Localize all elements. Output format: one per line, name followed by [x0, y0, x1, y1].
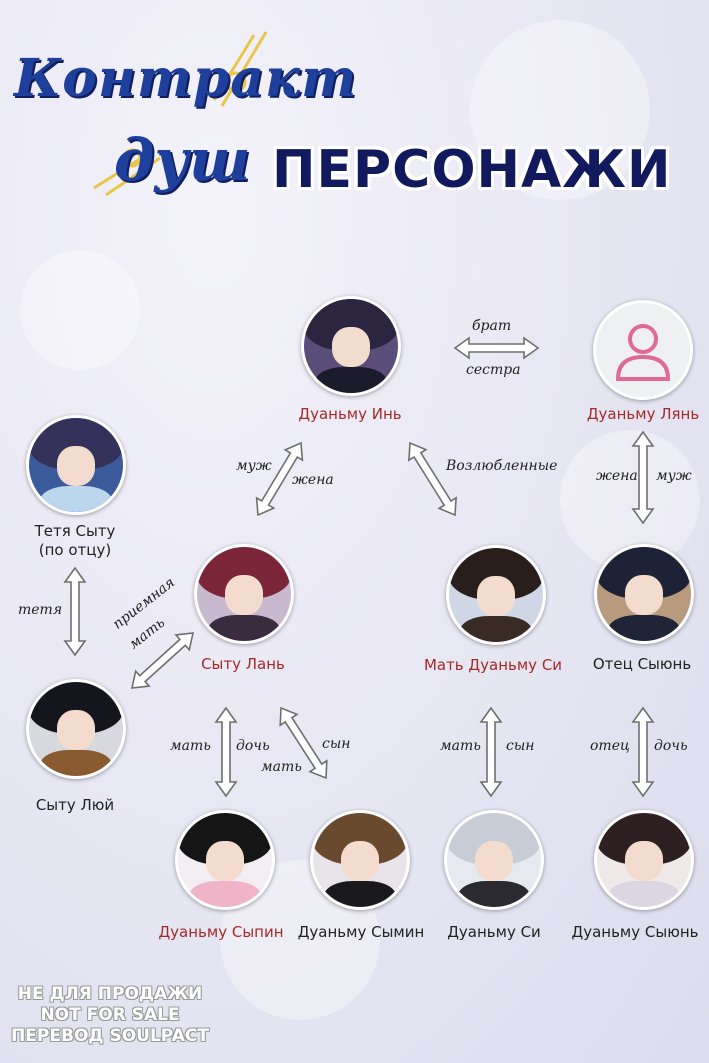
rel-label-syn-symin: сын [322, 736, 351, 752]
rel-label-otec: отец [590, 738, 630, 754]
arrow-yin-lian-shape [453, 336, 540, 360]
rel-label-zhena: жена [292, 472, 334, 488]
name-father-siyun: Отец Сыюнь [592, 655, 692, 673]
page-title: ПЕРСОНАЖИ [272, 140, 672, 200]
name-duanmu-sypin: Дуаньму Сыпин [158, 923, 284, 941]
name-duanmu-symin: Дуаньму Сымин [297, 923, 425, 941]
avatar-duanmu-syun[interactable] [594, 810, 694, 910]
name-aunt-situ: Тетя Сыту [34, 522, 116, 540]
rel-label-mat-symin: мать [261, 759, 302, 775]
logo-line1: Контракт [14, 48, 358, 109]
user-placeholder-icon [615, 324, 671, 381]
avatar-duanmu-sypin[interactable] [175, 810, 275, 910]
rel-label-syn-si: сын [506, 738, 535, 754]
watermark-line2: NOT FOR SALE [40, 1005, 180, 1025]
series-logo: Контракт душ [14, 30, 356, 220]
arrow-father-syun-shape [631, 706, 655, 798]
name-duanmu-lian: Дуаньму Лянь [586, 405, 700, 423]
watermark-line1: НЕ ДЛЯ ПРОДАЖИ [17, 984, 203, 1004]
avatar-duanmu-yin[interactable] [301, 296, 401, 396]
avatar-situ-lui[interactable] [26, 679, 126, 779]
rel-label-vozlyublennye: Возлюбленные [446, 458, 558, 474]
avatar-mother-duanmu-si[interactable] [446, 545, 546, 645]
name-mother-duanmu-si: Мать Дуаньму Си [423, 656, 563, 674]
logo-knot-decoration [93, 31, 268, 197]
name-situ-lan: Сыту Лань [201, 655, 285, 673]
rel-label-mat-sypin: мать [170, 738, 211, 754]
background-bokeh [470, 20, 650, 200]
avatar-father-siyun[interactable] [594, 544, 694, 644]
arrow-lian-father-shape [631, 430, 655, 525]
name-aunt-situ-note: (по отцу) [38, 541, 112, 559]
avatar-duanmu-symin[interactable] [310, 810, 410, 910]
name-duanmu-syun: Дуаньму Сыюнь [571, 923, 699, 941]
rel-label-muzh-father: муж [656, 468, 692, 484]
rel-label-brat: брат [472, 318, 512, 334]
rel-label-mat-si: мать [440, 738, 481, 754]
arrow-lan-symin-shape [279, 706, 328, 780]
watermark: НЕ ДЛЯ ПРОДАЖИ NOT FOR SALE ПЕРЕВОД SOUL… [10, 984, 210, 1047]
rel-label-tetya: тетя [18, 602, 63, 618]
watermark-line3: ПЕРЕВОД SOULPACT [11, 1026, 209, 1046]
avatar-placeholder-duanmu-lian[interactable] [593, 300, 693, 400]
rel-label-muzh: муж [236, 458, 272, 474]
arrow-mother-si-shape [479, 706, 503, 798]
avatar-aunt-situ[interactable] [26, 415, 126, 515]
avatar-duanmu-si[interactable] [444, 810, 544, 910]
rel-label-sestra: сестра [466, 362, 521, 378]
rel-label-doch-sypin: дочь [236, 738, 270, 754]
name-duanmu-yin: Дуаньму Инь [298, 405, 402, 423]
name-duanmu-si: Дуаньму Си [447, 923, 541, 941]
rel-label-doch-syun: дочь [654, 738, 688, 754]
name-situ-lui: Сыту Люй [35, 796, 115, 814]
background-bokeh [20, 250, 140, 370]
arrow-yin-lan-shape [255, 441, 304, 517]
arrow-aunt-lui-shape [63, 566, 87, 657]
logo-line2: душ [114, 126, 251, 194]
arrow-lan-lui-shape [130, 632, 195, 689]
rel-label-zhena-lian: жена [596, 468, 638, 484]
avatar-situ-lan[interactable] [194, 544, 294, 644]
arrow-yin-mother-shape [408, 441, 457, 517]
arrow-lan-sypin-shape [214, 706, 238, 798]
